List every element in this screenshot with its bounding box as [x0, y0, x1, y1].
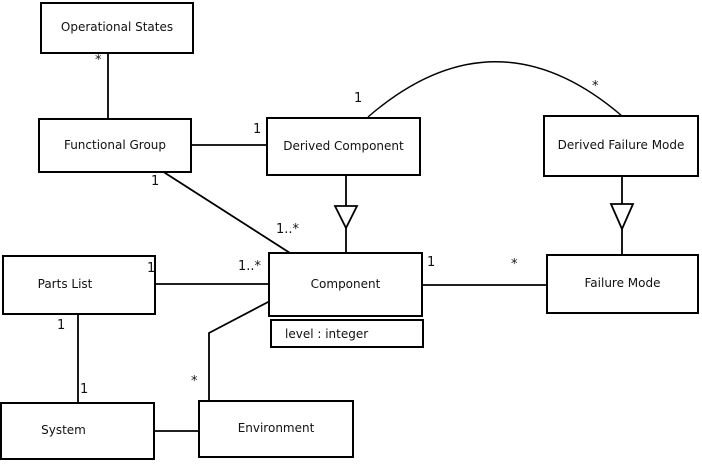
arc-derived-component-derived-failure-mode	[367, 61, 623, 118]
line-functional-group-component	[161, 170, 291, 254]
mult-functional-group-end: 1	[151, 174, 160, 189]
class-operational-states: Operational States	[40, 2, 194, 54]
mult-component-end-fm: 1	[427, 255, 436, 270]
class-system: System	[0, 402, 155, 460]
class-environment: Environment	[198, 400, 354, 458]
generalization-derived-component-component	[333, 175, 359, 253]
class-derived-component: Derived Component	[266, 117, 421, 176]
class-operational-states-label: Operational States	[60, 20, 174, 35]
class-system-label: System	[41, 423, 86, 438]
class-component-attributes: level : integer	[270, 319, 424, 348]
class-failure-mode-label: Failure Mode	[584, 276, 661, 291]
mult-arc-derived-component-end: 1	[354, 91, 363, 106]
mult-component-end-fg: 1..*	[276, 222, 300, 237]
mult-component-end-pl: 1..*	[238, 259, 262, 274]
mult-system-end: 1	[80, 382, 89, 397]
mult-arc-derived-failure-mode-end: *	[592, 79, 599, 94]
polyline-environment-component	[208, 300, 271, 401]
hollow-triangle-icon	[333, 205, 359, 231]
mult-environment-end: *	[191, 374, 198, 389]
mult-parts-list-end: 1	[147, 261, 156, 276]
class-derived-component-label: Derived Component	[283, 138, 404, 153]
mult-operational-states-end: *	[95, 53, 102, 68]
class-functional-group-label: Functional Group	[63, 137, 167, 152]
component-attribute-level: level : integer	[285, 326, 369, 341]
class-component: Component	[268, 252, 423, 317]
class-failure-mode: Failure Mode	[546, 254, 699, 314]
class-derived-failure-mode: Derived Failure Mode	[543, 115, 699, 177]
mult-derived-component-end: 1	[253, 122, 262, 137]
hollow-triangle-icon	[609, 203, 635, 232]
mult-parts-list-bottom-end: 1	[57, 318, 66, 333]
mult-failure-mode-end: *	[511, 257, 518, 272]
class-environment-label: Environment	[237, 421, 315, 436]
generalization-derived-failure-mode-failure-mode	[609, 176, 635, 255]
class-parts-list-label: Parts List	[37, 277, 93, 292]
class-parts-list: Parts List	[2, 255, 156, 315]
class-component-label: Component	[310, 276, 381, 291]
class-functional-group: Functional Group	[38, 118, 192, 173]
class-derived-failure-mode-label: Derived Failure Mode	[557, 138, 685, 153]
